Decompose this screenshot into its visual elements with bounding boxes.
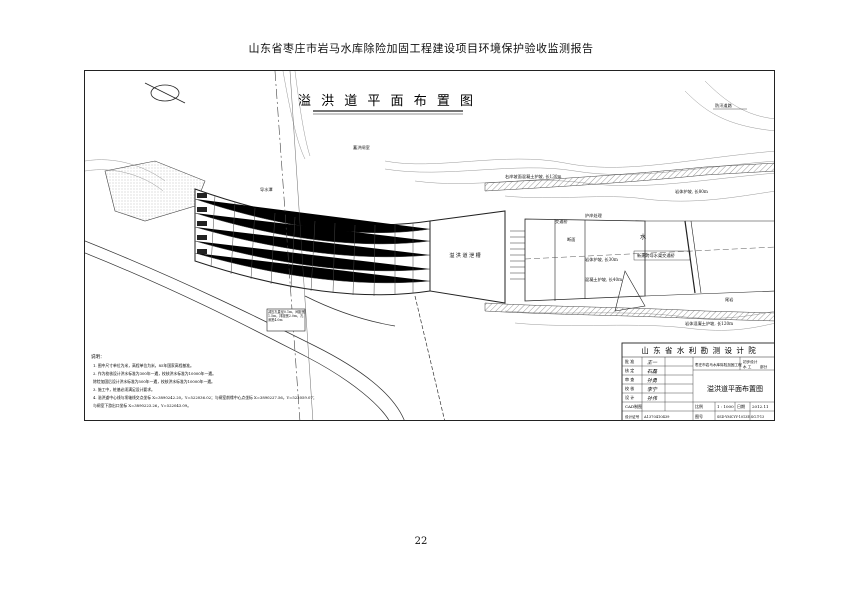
tb-row-cert: 设计证号 (625, 414, 640, 419)
north-arrow-icon (144, 82, 186, 104)
left-dam-area (104, 160, 206, 222)
page-header-title: 山东省枣庄市岩马水库除险加固工程建设项目环境保护验收监测报告 (248, 42, 594, 55)
tb-sign-4: 李宁 (647, 386, 658, 393)
tb-sub-2: 水 工 (743, 364, 752, 369)
note-6: 与闸室下游出口坐标 X=3890223.26，Y=522043.09。 (93, 403, 191, 408)
drainage-note-box: 减压孔直径0.1m，间距宽1.5m，排距宽2.0m，孔深宽4.0m (266, 308, 306, 332)
label-huchan: 护岸处理 (585, 212, 603, 219)
note-5: 4. 溢洪道中心线与坝轴线交点坐标 X=3890242.20，Y=522036.… (93, 395, 317, 400)
label-weiyan: 尾岩 (725, 296, 733, 303)
dam-axis-line (274, 71, 301, 420)
label-stilling: 溢 洪 道 泄 槽 (449, 252, 480, 259)
tb-sign-3: 孙勇 (647, 377, 658, 384)
tb-scale-value: 1 : 1000 (717, 404, 734, 409)
tb-company: 山 东 省 水 利 勘 测 设 计 院 (641, 345, 756, 355)
lower-slope-protection (484, 302, 774, 322)
label-mid-slope: 岩体护坡, 长30m (585, 256, 618, 263)
label-shui: 水 (640, 233, 646, 241)
tb-date-label: 日期 (737, 403, 745, 409)
label-left-slope: 右岸坡面混凝土护坡, 长130m (505, 173, 562, 180)
tb-project: 枣庄市岩马水库除险加固工程 (695, 362, 742, 367)
page-number: 22 (414, 536, 428, 547)
tb-sign-1: 王一 (647, 360, 658, 366)
label-duan: 断面 (567, 236, 575, 243)
tb-sub-1: 初步设计 (743, 359, 758, 364)
label-right-slope: 岩体护坡, 长80m (675, 188, 708, 195)
drawing-canvas: 溢 洪 道 平 面 布 置 图 (85, 71, 774, 420)
label-bottom-slope: 岩体混凝土护坡, 长120m (685, 320, 733, 327)
spillway-chute (194, 188, 431, 297)
tb-row-check: 校 核 (625, 385, 634, 391)
notes-title: 说明： (91, 353, 105, 360)
engineering-drawing: 溢 洪 道 平 面 布 置 图 (84, 70, 775, 421)
tb-row-verify: 核 定 (625, 367, 634, 373)
drawing-main-title: 溢 洪 道 平 面 布 置 图 (298, 94, 476, 109)
tb-sub-3: 部分 (760, 364, 768, 369)
upper-slope-protection (484, 162, 774, 192)
stilling-basin: 溢 洪 道 泄 槽 (429, 210, 525, 304)
label-road-top: 防汛道路 (715, 102, 733, 109)
label-lower-slope: 混凝土护坡, 长40m (585, 276, 622, 283)
tb-cert-no: A1370410439 (643, 415, 670, 419)
tb-scale-label: 比例 (695, 403, 703, 409)
dam-axis-line-2 (289, 71, 314, 420)
downstream-channel (524, 218, 774, 312)
note-1: 1. 图中尺寸单位为米，高程单位为米，85年国家高程基准。 (93, 363, 194, 368)
tb-row-design: 设 计 (625, 394, 634, 400)
tb-sign-5: 孙伟 (647, 395, 658, 402)
label-cangku: 蓄洪闸室 (353, 144, 370, 151)
access-road (85, 240, 445, 420)
drainage-note-text: 减压孔直径0.1m，间距宽1.5m，排距宽2.0m，孔深宽4.0m (268, 310, 305, 322)
tb-row-review: 审 查 (625, 376, 634, 382)
tb-dwg-no-label: 图号 (695, 413, 703, 419)
label-qiao: 交通桥 (555, 218, 568, 225)
tb-date-value: 2012.11 (752, 404, 769, 409)
label-tou: 导水潭 (260, 186, 273, 193)
tb-dwg-no-value: SSD-YMCYY-1013E.SG.T-13 (717, 415, 764, 419)
note-2: 2. 作为校核设计洪水标准为300年一遇，校核洪水标准为10000年一遇。 (93, 371, 216, 376)
tb-drawing-name: 溢洪道平面布置图 (707, 384, 763, 393)
label-bridge: 新建跨导水渠交通桥 (637, 252, 676, 259)
tb-row-cad: CAD制图 (625, 403, 642, 409)
title-block: 山 东 省 水 利 勘 测 设 计 院 批 准 核 定 审 查 (621, 342, 774, 420)
tb-sign-2: 石磊 (647, 369, 658, 375)
note-3: 除险加固后设计洪水标准为500年一遇，校核洪水标准为10000年一遇。 (93, 379, 215, 384)
general-notes: 说明： 1. 图中尺寸单位为米，高程单位为米，85年国家高程基准。 2. 作为校… (91, 353, 317, 408)
note-4: 3. 施工中，桩基必须满足设计要求。 (93, 387, 155, 392)
tb-row-approve: 批 准 (625, 358, 634, 364)
